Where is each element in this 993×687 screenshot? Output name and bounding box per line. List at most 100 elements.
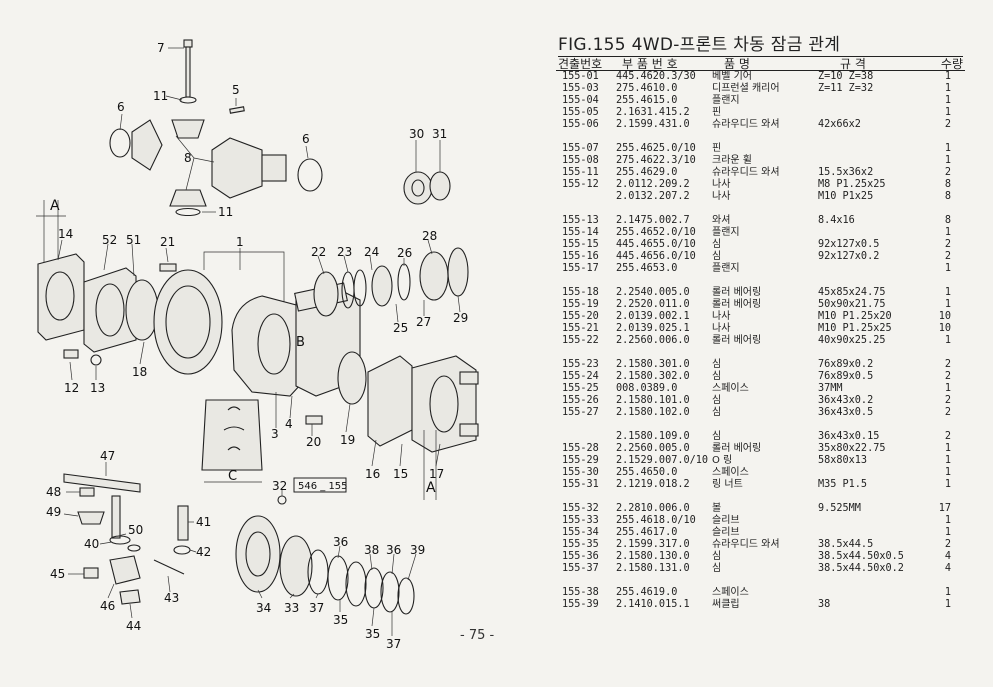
part-spec-cell: 58x80x13	[818, 455, 868, 466]
part-name-cell: O 링	[712, 455, 733, 466]
washer-part	[109, 128, 131, 158]
part-qty-cell: 4	[944, 551, 951, 562]
part-name-cell: 링 너트	[712, 479, 743, 490]
callout-label: 49	[46, 505, 61, 519]
part-name-cell: 심	[712, 407, 722, 418]
part-spec-cell: Z=10 Z=38	[818, 71, 874, 82]
part-name-cell: 플랜지	[712, 263, 740, 274]
callout-label: 42	[196, 545, 211, 559]
part-number-cell: 155-26	[562, 395, 599, 406]
part-code-cell: 2.1580.302.0	[616, 371, 690, 382]
part-code-cell: 2.2560.005.0	[616, 443, 690, 454]
part-number-cell: 155-16	[562, 251, 599, 262]
callout-label: 14	[58, 227, 73, 241]
part-code-cell: 275.4622.3/10	[616, 155, 696, 166]
part-number-cell: 155-15	[562, 239, 599, 250]
callout-label: 37	[386, 637, 401, 651]
part-code-cell: 2.1631.415.2	[616, 107, 690, 118]
callout-label: 44	[126, 619, 141, 633]
part-qty-cell: 8	[944, 179, 951, 190]
sleeve-stack-part	[235, 515, 415, 615]
part-spec-cell: 76x89x0.2	[818, 359, 874, 370]
part-qty-cell: 2	[944, 371, 951, 382]
header-name: 품 명	[724, 57, 750, 71]
part-name-cell: 심	[712, 371, 722, 382]
part-qty-cell: 1	[944, 95, 951, 106]
part-number-cell: 155-19	[562, 299, 599, 310]
part-number-cell: 155-12	[562, 179, 599, 190]
pin-part	[183, 39, 193, 98]
part-number-cell: 155-36	[562, 551, 599, 562]
part-qty-cell: 17	[938, 503, 951, 514]
part-code-cell: 2.1219.018.2	[616, 479, 690, 490]
callout-label: 51	[126, 233, 141, 247]
callout-label: 17	[429, 467, 444, 481]
part-name-cell: 플랜지	[712, 95, 740, 106]
pin-part	[229, 106, 245, 114]
part-name-cell: 나사	[712, 323, 731, 334]
part-spec-cell: 50x90x21.75	[818, 299, 886, 310]
part-spec-cell: 15.5x36x2	[818, 167, 874, 178]
part-name-cell: 핀	[712, 143, 722, 154]
part-name-cell: 나사	[712, 191, 731, 202]
part-name-cell: 심	[712, 551, 722, 562]
part-number-cell: 155-32	[562, 503, 599, 514]
part-spec-cell: 8.4x16	[818, 215, 855, 226]
callout-label: 7	[157, 41, 165, 55]
part-qty-cell: 1	[944, 467, 951, 478]
part-name-cell: 심	[712, 239, 722, 250]
part-spec-cell: M10 P1.25x20	[818, 311, 892, 322]
part-code-cell: 255.4618.0/10	[616, 515, 696, 526]
part-spec-cell: 42x66x2	[818, 119, 861, 130]
part-spec-cell: M8 P1.25x25	[818, 179, 886, 190]
callout-label: A	[426, 480, 436, 496]
callout-label: 33	[284, 601, 299, 615]
part-qty-cell: 1	[944, 587, 951, 598]
part-qty-cell: 1	[944, 335, 951, 346]
part-number-cell: 155-20	[562, 311, 599, 322]
part-code-cell: 2.0139.025.1	[616, 323, 690, 334]
part-name-cell: 크라운 휠	[712, 155, 752, 166]
callout-label: B	[296, 335, 305, 350]
part-code-cell: 2.1410.015.1	[616, 599, 690, 610]
callout-label: 35	[333, 613, 348, 627]
callout-labels: 7 11 5 6 8 6 11 30 31 A 14 52 51	[46, 41, 468, 651]
callout-label: 25	[393, 321, 408, 335]
part-name-cell: 슈라우디드 와셔	[712, 119, 780, 130]
part-spec-cell: 38.5x44.50x0.5	[818, 551, 904, 562]
bolt-part	[159, 263, 177, 272]
callout-label: 20	[306, 435, 321, 449]
callout-label: 13	[90, 381, 105, 395]
part-qty-cell: 1	[944, 71, 951, 82]
part-qty-cell: 1	[944, 479, 951, 490]
part-qty-cell: 1	[944, 83, 951, 94]
part-name-cell: 써클립	[712, 599, 740, 610]
part-code-cell: 2.1529.007.0/10	[616, 455, 709, 466]
bolt-part	[177, 505, 189, 541]
callout-label: 48	[46, 485, 61, 499]
part-name-cell: 나사	[712, 311, 731, 322]
part-code-cell: 2.1580.301.0	[616, 359, 690, 370]
bevel-gear-part	[131, 119, 287, 207]
washer-part	[179, 96, 197, 104]
part-number-cell: 155-17	[562, 263, 599, 274]
part-number-cell: 155-03	[562, 83, 599, 94]
part-code-cell: 2.0112.209.2	[616, 179, 690, 190]
part-qty-cell: 1	[944, 287, 951, 298]
part-name-cell: 심	[712, 251, 722, 262]
callout-label: 19	[340, 433, 355, 447]
part-number-cell: 155-13	[562, 215, 599, 226]
part-number-cell: 155-18	[562, 287, 599, 298]
